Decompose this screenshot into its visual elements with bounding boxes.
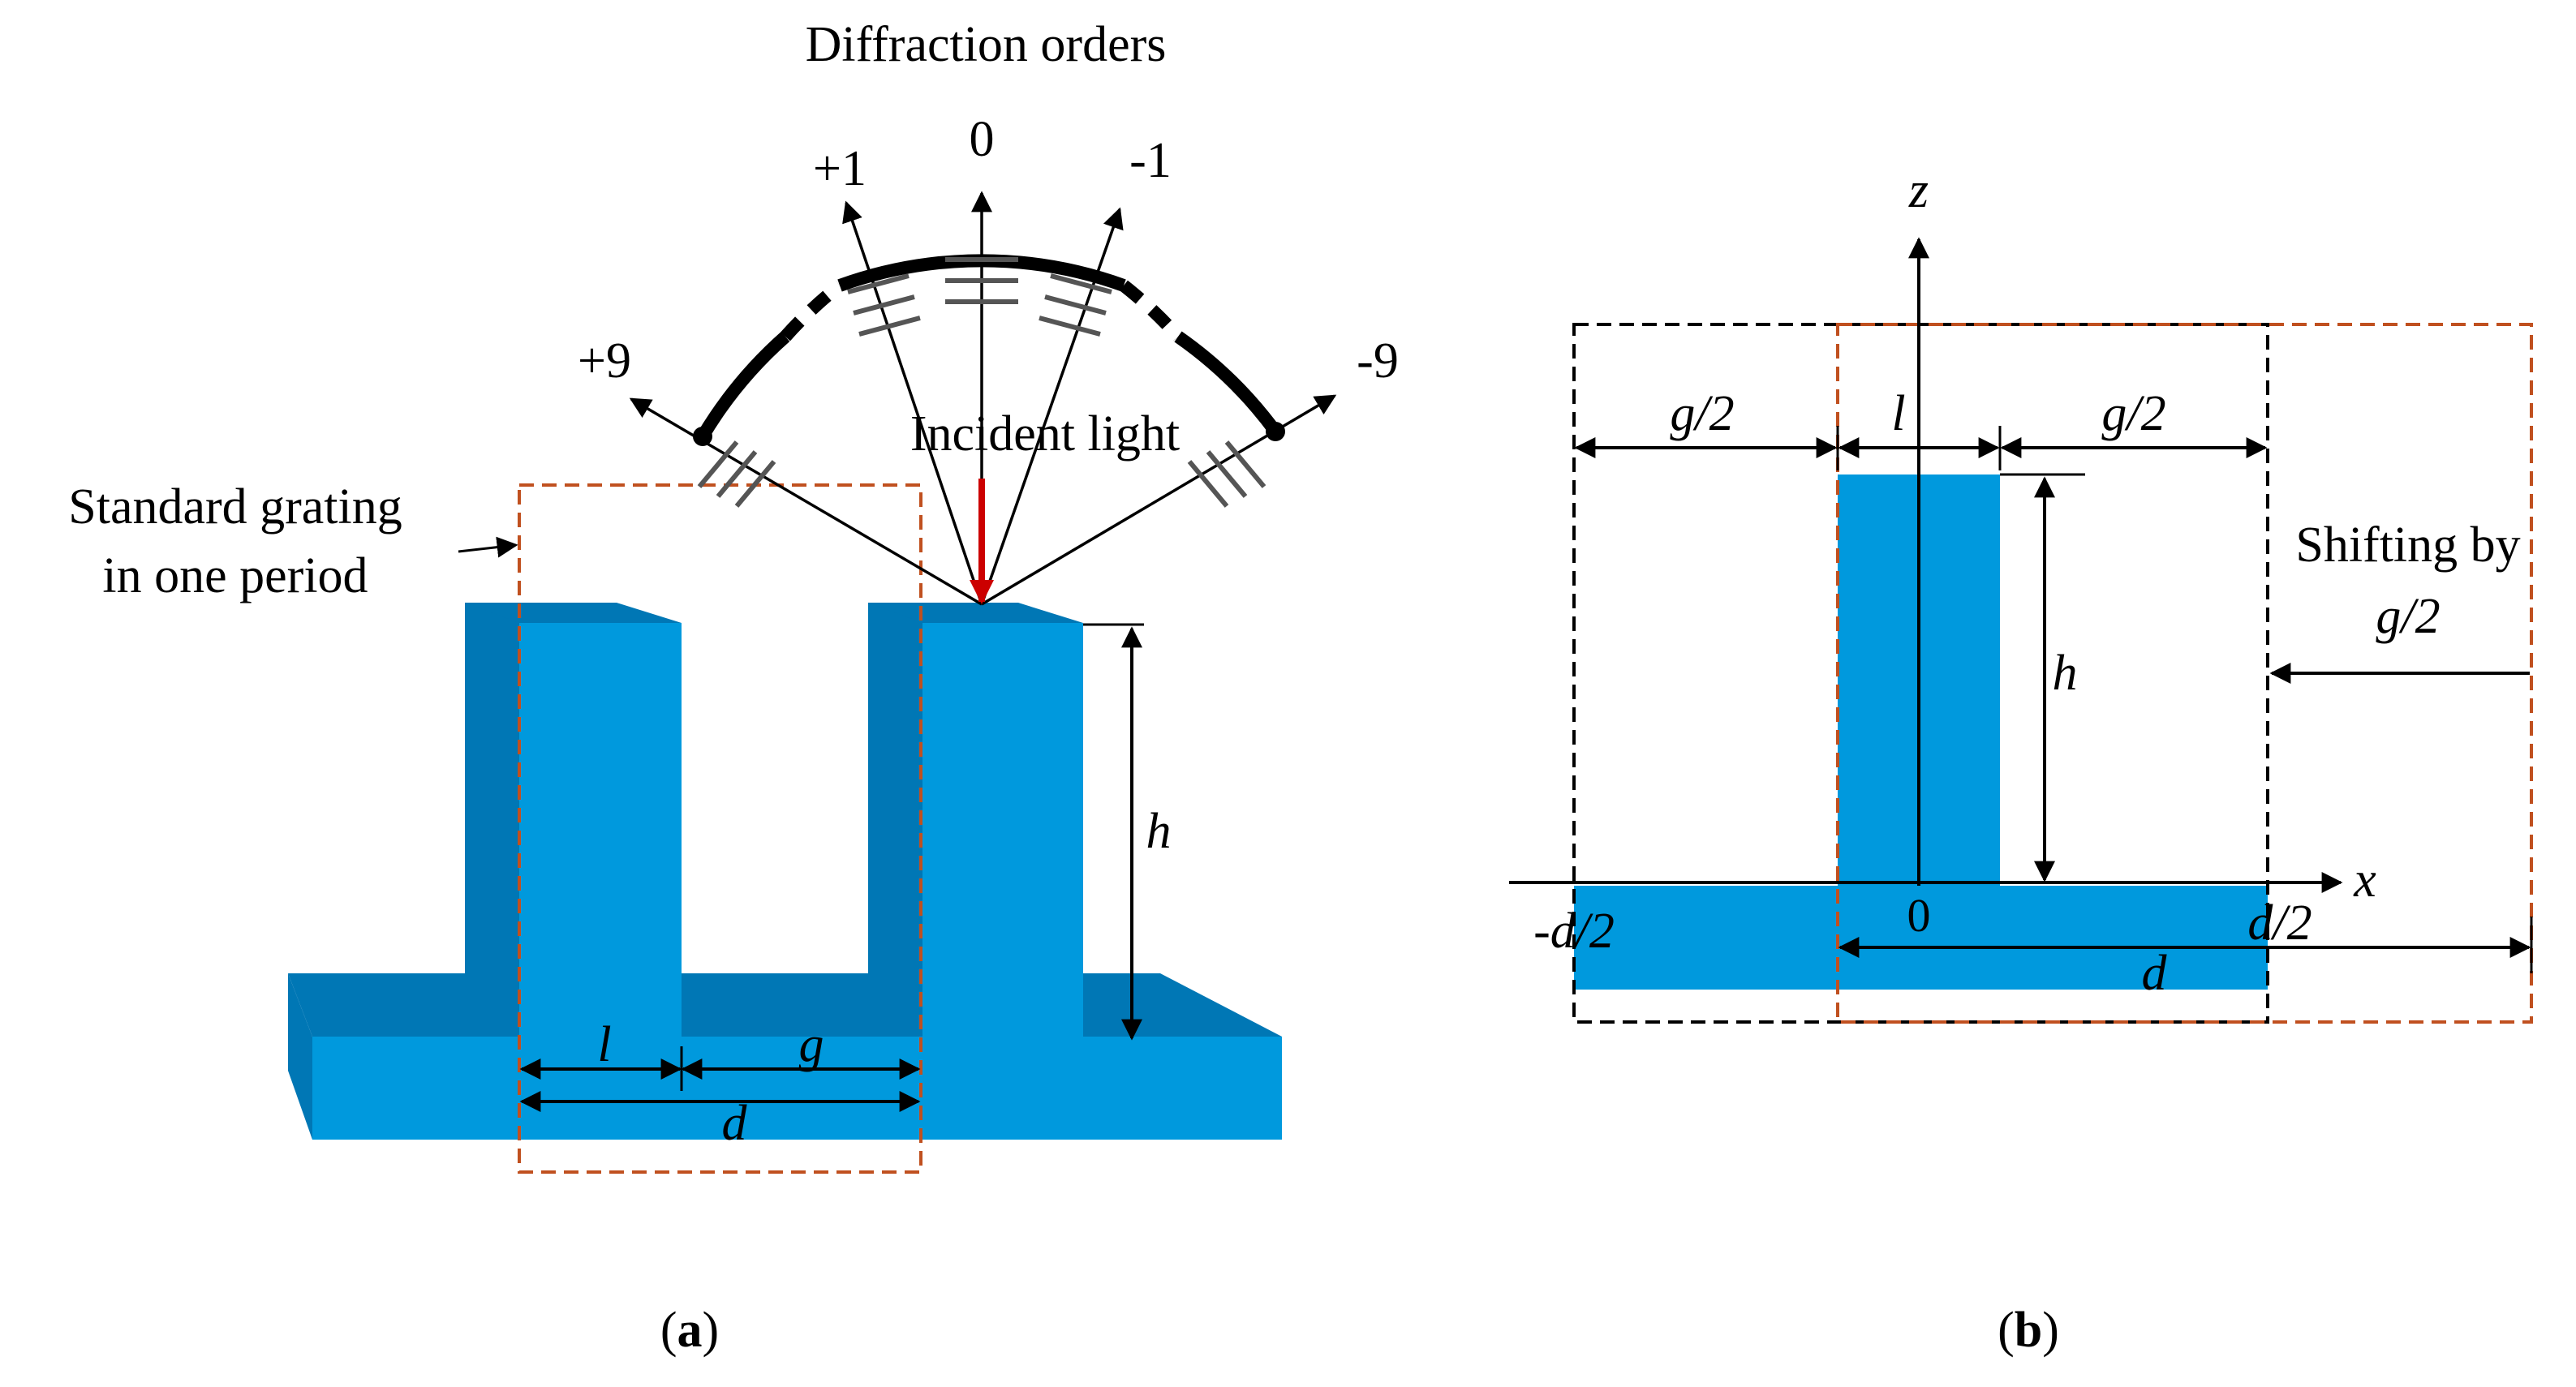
diffraction-arc-gap-right (1120, 280, 1183, 341)
d-half-label: d/2 (2247, 895, 2312, 951)
diffraction-arc-right (1174, 331, 1281, 436)
dim-g-half-right-label: g/2 (2101, 386, 2165, 441)
dim-g-label: g (799, 1017, 824, 1072)
shift-label-line1: Shifting by (2295, 517, 2520, 573)
standard-grating-label-line1: Standard grating (68, 479, 402, 535)
ray-order-minus1 (980, 207, 1124, 605)
left-ridge-front (519, 623, 682, 1037)
diffraction-arc-gap-left (781, 280, 844, 341)
shift-label-line2: g/2 (2376, 589, 2440, 644)
caption-a: (a) (660, 1303, 719, 1358)
panel-b: z x 0 g/2 l g/2 h -d/2 d/2 d Shifting by… (1509, 163, 2533, 1358)
grating-label-pointer (458, 536, 518, 558)
dim-d-label-b: d (2142, 946, 2168, 1001)
base-plate-side (288, 973, 312, 1140)
dim-l-label-b: l (1891, 386, 1905, 441)
ray-order-plus9 (629, 397, 983, 606)
origin-label: 0 (1907, 889, 1931, 942)
dim-d-label: d (722, 1096, 748, 1151)
right-ridge-side (868, 603, 922, 1037)
order-label-minus1: -1 (1129, 133, 1172, 188)
caption-b: (b) (1998, 1303, 2059, 1358)
order-label-plus9: +9 (578, 333, 631, 389)
order-label-zero: 0 (970, 112, 995, 167)
orange-dashed-box (1836, 323, 2533, 1024)
arc-end-left (693, 427, 712, 446)
diffraction-orders-title: Diffraction orders (806, 17, 1167, 72)
dim-l-label: l (597, 1017, 611, 1072)
axis-x-label: x (2353, 852, 2376, 908)
dim-h-label: h (1146, 804, 1172, 859)
order-label-minus9: -9 (1357, 333, 1399, 389)
dim-g-half-left-label: g/2 (1670, 386, 1734, 441)
dim-h-label-b: h (2053, 646, 2078, 701)
wavefront-hatches (697, 257, 1266, 508)
incident-light-label: Incident light (910, 406, 1180, 462)
panel-a: Diffraction orders +1 0 -1 +9 -9 Inciden… (68, 17, 1399, 1358)
axis-z-label: z (1908, 163, 1929, 218)
base-plate-front (312, 1037, 1282, 1140)
standard-grating-label-line2: in one period (102, 548, 368, 603)
order-label-plus1: +1 (813, 141, 867, 196)
ray-order-minus9 (981, 394, 1337, 606)
right-ridge-front (922, 623, 1083, 1037)
ray-order-plus1 (842, 200, 983, 605)
diffraction-arc-left (697, 332, 790, 440)
left-ridge-side (465, 603, 519, 1037)
minus-d-half-label: -d/2 (1533, 904, 1615, 959)
